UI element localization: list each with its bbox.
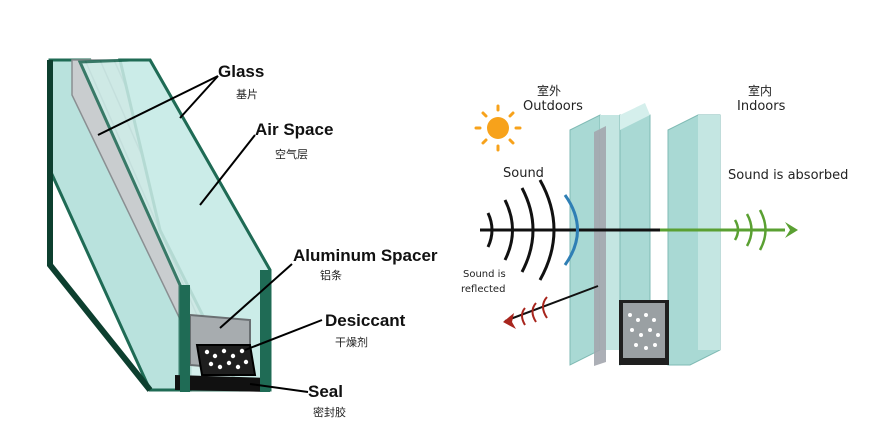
outdoors-label-zh: 室外 bbox=[537, 84, 562, 98]
aluminum-spacer-label: Aluminum Spacer bbox=[293, 246, 438, 265]
reflected-arrow-head bbox=[503, 313, 516, 329]
indoor-glass-pane bbox=[667, 114, 721, 366]
desiccant-label: Desiccant bbox=[325, 311, 406, 330]
insulated-glass-unit bbox=[47, 58, 272, 392]
outdoors-label: Outdoors bbox=[523, 99, 583, 114]
transmitted-arrow-head bbox=[785, 222, 798, 238]
sound-absorbed-label: Sound is absorbed bbox=[728, 168, 849, 183]
sun-icon bbox=[474, 104, 522, 152]
incoming-sound-waves bbox=[486, 179, 556, 281]
wave-at-glass bbox=[563, 194, 579, 266]
leader-lines bbox=[97, 75, 323, 393]
reflected-sound-line bbox=[504, 285, 599, 322]
sound-reflected-label-line2: reflected bbox=[461, 284, 506, 295]
sound-label: Sound bbox=[503, 166, 544, 181]
outer-frame-edge bbox=[47, 60, 153, 392]
aluminum-spacer-label-zh: 铝条 bbox=[320, 269, 342, 282]
reflected-sound-waves bbox=[521, 296, 548, 326]
seal-strip bbox=[175, 375, 270, 392]
absorbed-sound-waves bbox=[733, 209, 767, 251]
air-space-label-zh: 空气层 bbox=[275, 148, 308, 161]
cavity-spacer bbox=[619, 300, 669, 365]
indoors-label: Indoors bbox=[737, 99, 786, 114]
glass-label-zh: 基片 bbox=[236, 88, 258, 101]
desiccant-granules bbox=[204, 348, 249, 370]
air-space-label: Air Space bbox=[255, 120, 334, 139]
glass-label: Glass bbox=[218, 62, 265, 81]
seal-label: Seal bbox=[308, 382, 343, 401]
indoors-label-zh: 室内 bbox=[748, 84, 773, 98]
seal-label-zh: 密封胶 bbox=[313, 406, 346, 419]
desiccant-label-zh: 干燥剂 bbox=[335, 336, 368, 349]
sound-reflected-label-line1: Sound is bbox=[463, 269, 506, 280]
